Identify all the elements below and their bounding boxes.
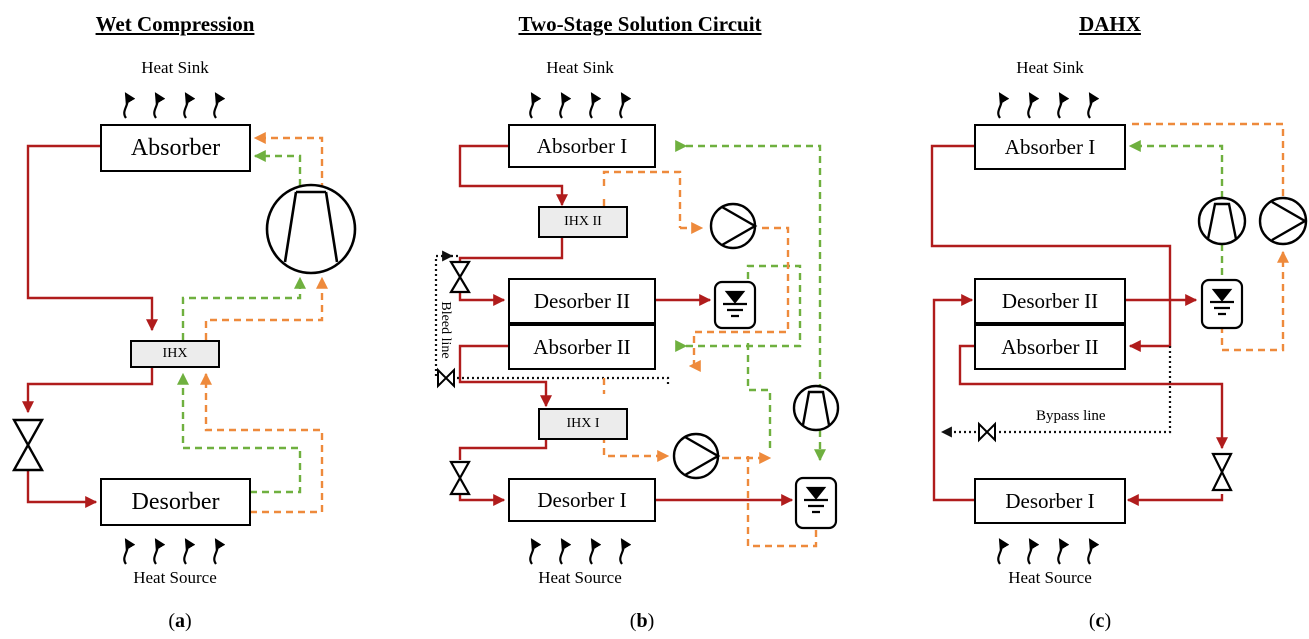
- panel-c-heat-sink-label: Heat Sink: [1016, 58, 1084, 77]
- panel-c-expansion-valve-icon: [1211, 452, 1233, 492]
- panel-b-desorber-2-box: Desorber II: [508, 278, 656, 324]
- panel-b-valve-lower-icon: [449, 460, 471, 496]
- panel-c-caption: (c): [1070, 610, 1130, 633]
- panel-b-separator-upper-icon: [713, 280, 757, 330]
- panel-c-caption-open: (: [1088, 610, 1096, 632]
- panel-a-title: Wet Compression: [95, 12, 255, 36]
- panel-b-caption-close: ): [647, 610, 655, 632]
- panel-a-expansion-valve-icon: [11, 418, 45, 472]
- panel-a-ihx-box: IHX: [130, 340, 220, 368]
- panel-b-desorber-1-box: Desorber I: [508, 478, 656, 522]
- panel-b-pump-lower-icon: [672, 432, 721, 480]
- panel-b-heat-sink-label: Heat Sink: [546, 58, 614, 77]
- panel-a-caption: (a): [150, 610, 210, 633]
- panel-c-caption-close: ): [1104, 610, 1112, 632]
- panel-a-caption-open: (: [168, 610, 175, 632]
- panel-b-ihx-1-box: IHX I: [538, 408, 628, 440]
- panel-a-compressor-icon: [265, 183, 357, 275]
- panel-c-heat-source-label: Heat Source: [1008, 568, 1092, 587]
- panel-c-bypass-line-label: Bypass line: [1036, 408, 1106, 424]
- panel-a-caption-letter: a: [175, 610, 185, 632]
- panel-a-heat-sink-label: Heat Sink: [141, 58, 209, 77]
- panel-b-lines: [434, 140, 826, 548]
- panel-c-caption-letter: c: [1095, 610, 1105, 632]
- panel-b-pump-upper-icon: [709, 202, 758, 250]
- panel-c-desorber-1-box: Desorber I: [974, 478, 1126, 524]
- panel-a-caption-close: ): [185, 610, 192, 632]
- panel-c-desorber-2-box: Desorber II: [974, 278, 1126, 324]
- panel-b-caption: (b): [612, 610, 672, 633]
- panel-b-caption-letter: b: [636, 610, 648, 632]
- heat-wave-arrows: [123, 92, 1100, 565]
- panel-b-caption-open: (: [629, 610, 637, 632]
- panel-a-lines: [22, 132, 328, 514]
- panel-b-absorber-1-box: Absorber I: [508, 124, 656, 168]
- panel-b-heat-source-label: Heat Source: [538, 568, 622, 587]
- panel-a-heat-source-label: Heat Source: [133, 568, 217, 587]
- panel-b-ihx-2-box: IHX II: [538, 206, 628, 238]
- panel-c-title: DAHX: [1079, 12, 1141, 36]
- panel-c-bypass-valve-icon: [978, 421, 996, 443]
- panel-c-compressor-icon: [1197, 196, 1247, 246]
- panel-c-absorber-2-box: Absorber II: [974, 324, 1126, 370]
- panel-b-absorber-2-box: Absorber II: [508, 324, 656, 370]
- panel-c-lines: [930, 122, 1289, 506]
- panel-b-separator-lower-icon: [794, 476, 838, 530]
- panel-b-bleed-line-label: Bleed line: [438, 301, 453, 359]
- panel-b-compressor-icon: [792, 384, 840, 432]
- panel-a-absorber-box: Absorber: [100, 124, 251, 172]
- panel-a-desorber-box: Desorber: [100, 478, 251, 526]
- panel-b-valve-upper-icon: [449, 260, 471, 294]
- panel-c-pump-icon: [1258, 196, 1308, 246]
- panel-b-title: Two-Stage Solution Circuit: [518, 12, 762, 36]
- panel-c-absorber-1-box: Absorber I: [974, 124, 1126, 170]
- panel-c-separator-icon: [1200, 278, 1244, 330]
- panel-b-bleed-valve-icon: [437, 367, 455, 389]
